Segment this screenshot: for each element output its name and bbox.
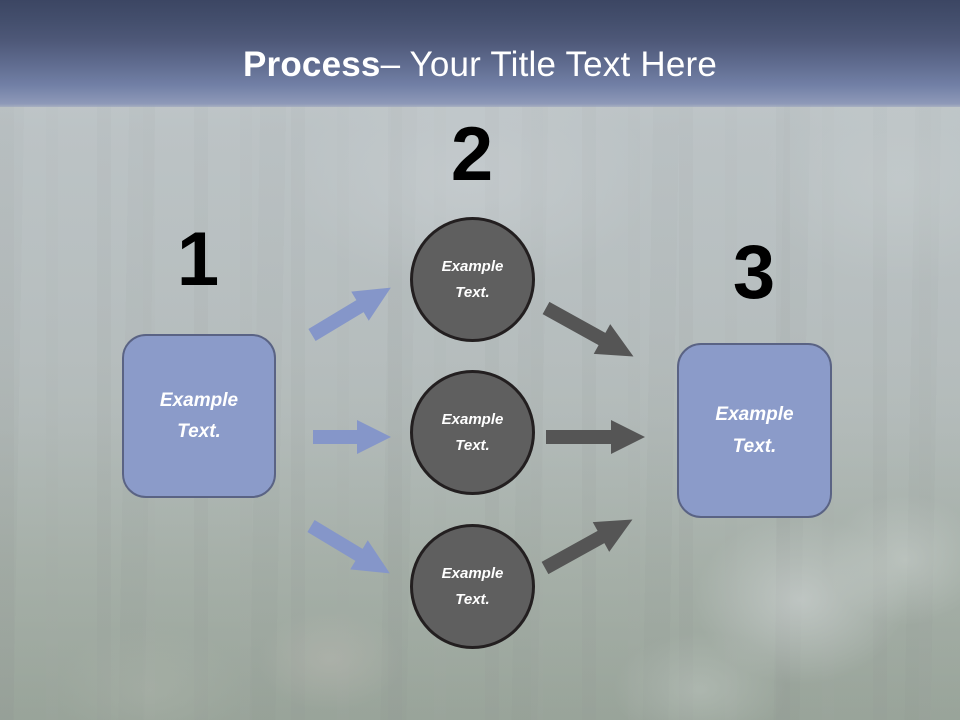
step-number-3: 3 — [732, 230, 776, 315]
process-node-circle-top-line1: Example — [441, 258, 504, 275]
step-number-1: 1 — [176, 217, 220, 302]
process-node-start-line1: Example — [159, 389, 239, 411]
process-node-end-line2: Text. — [732, 435, 777, 457]
process-node-circle-bottom-line2: Text. — [455, 590, 490, 608]
arrow-gray-up-icon — [537, 505, 641, 583]
process-node-circle-bottom-line1: Example — [441, 565, 504, 582]
process-node-end[interactable]: Example Text. — [677, 343, 832, 518]
arrow-gray-middle-icon — [546, 420, 645, 454]
header-band — [0, 0, 960, 107]
process-node-circle-middle[interactable]: Example Text. — [410, 370, 535, 495]
process-node-circle-middle-line2: Text. — [455, 436, 490, 454]
page-title: Process – Your Title Text Here — [0, 0, 960, 107]
process-node-circle-middle-line1: Example — [441, 411, 504, 428]
page-title-rest: – Your Title Text Here — [380, 44, 718, 84]
process-node-circle-bottom[interactable]: Example Text. — [410, 524, 535, 649]
process-node-circle-top[interactable]: Example Text. — [410, 217, 535, 342]
process-node-circle-top-line2: Text. — [455, 283, 490, 301]
process-node-start-line2: Text. — [177, 421, 221, 442]
process-node-end-line1: Example — [715, 404, 794, 426]
arrow-blue-down-icon — [302, 511, 398, 588]
arrow-blue-middle-icon — [313, 420, 391, 454]
page-title-bold: Process — [242, 44, 381, 84]
step-number-2: 2 — [450, 112, 494, 197]
arrow-gray-down-icon — [538, 293, 642, 371]
process-node-start[interactable]: Example Text. — [122, 334, 276, 498]
arrow-blue-up-icon — [303, 273, 399, 350]
